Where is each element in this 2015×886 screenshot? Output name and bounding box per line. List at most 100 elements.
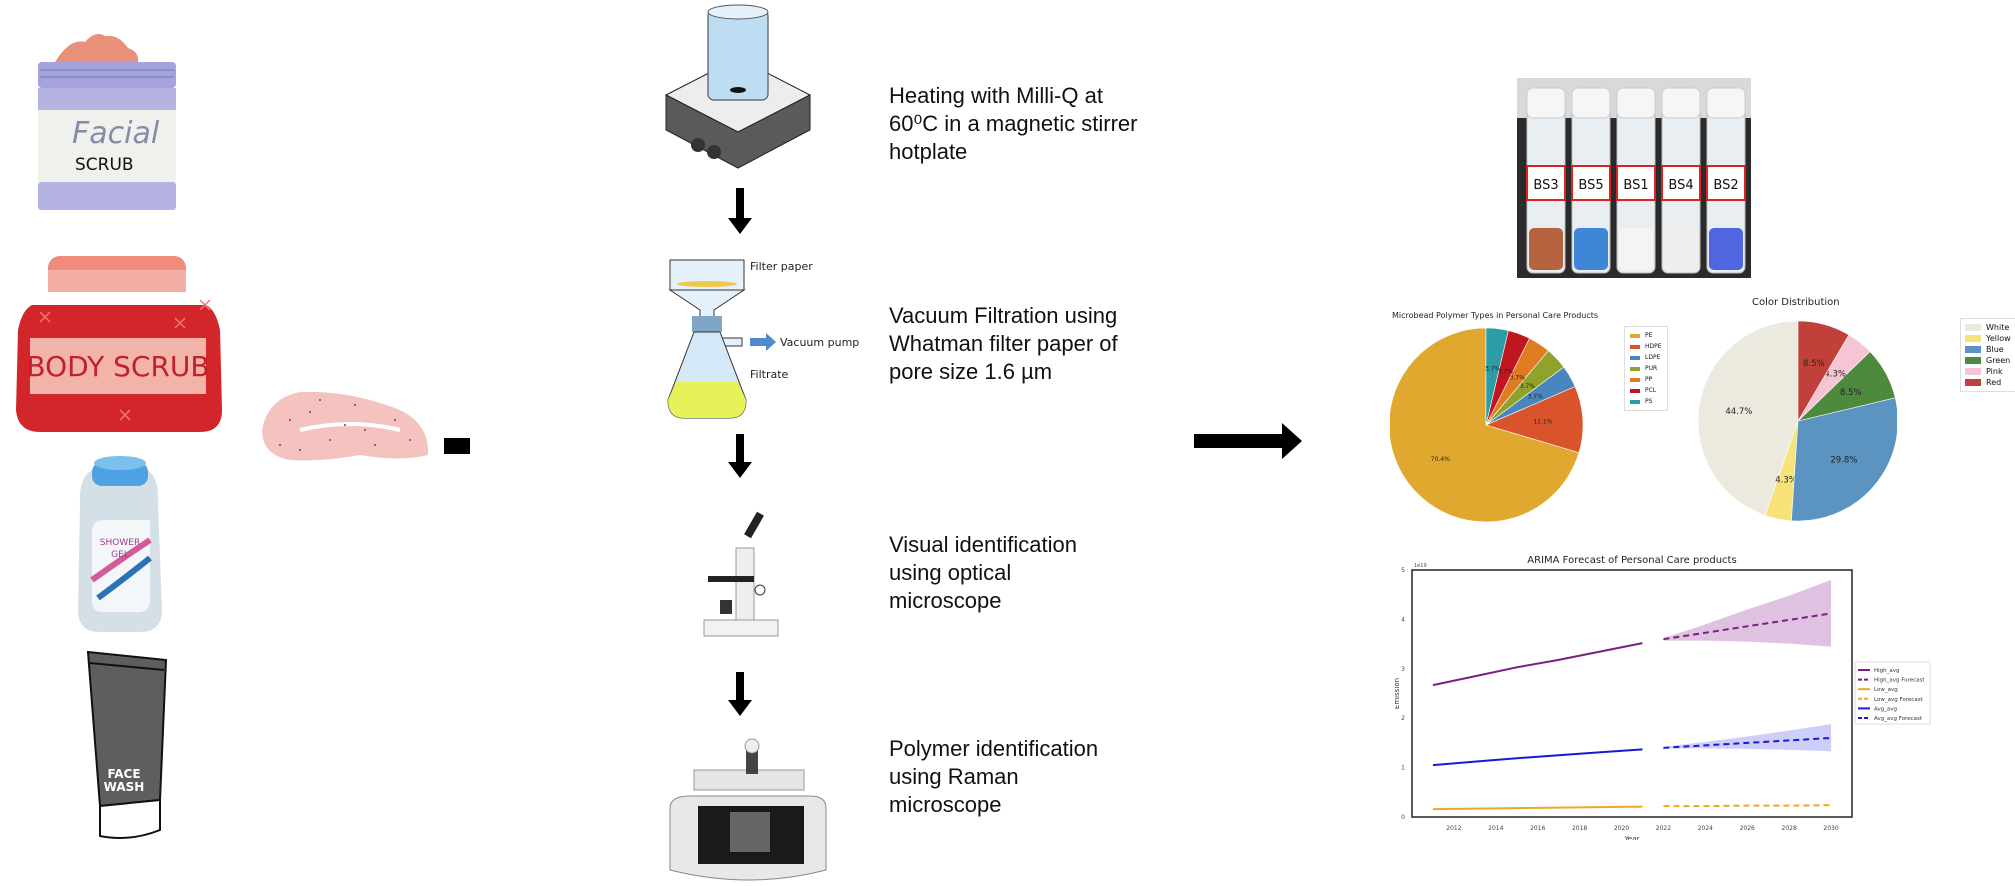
pie-slice-hdpe [1485, 386, 1584, 454]
legend-label: Yellow [1986, 334, 2011, 343]
y-tick-label: 0 [1401, 814, 1405, 821]
vial-cap [1571, 87, 1611, 119]
series-line-low-avg-forecast [1663, 804, 1832, 808]
series-line-low-avg [1432, 805, 1643, 811]
vial-label-band [1571, 165, 1611, 201]
legend-item: Yellow [1965, 333, 2011, 344]
line-chart-title: ARIMA Forecast of Personal Care products [1527, 555, 1736, 566]
facial-scrub-jar-icon: Facial SCRUB [38, 34, 176, 210]
pie-label: 3.7% [1485, 365, 1501, 372]
vial-contents [1574, 228, 1608, 270]
face-label: FACE [107, 767, 140, 781]
pie-label: 3.7% [1498, 368, 1514, 375]
legend-swatch [1630, 377, 1640, 382]
magnetic-stirrer-hotplate-icon [664, 4, 812, 169]
x-tick-label: 2014 [1488, 825, 1503, 832]
vial-contents [1664, 228, 1698, 270]
y-tick-label: 3 [1401, 666, 1405, 673]
face-wash-tube-icon: FACE WASH [86, 650, 168, 839]
filter-paper-label: Filter paper [750, 260, 813, 273]
step-raman-text: Polymer identification using Raman micro… [889, 736, 1099, 817]
legend-label: White [1986, 323, 2010, 332]
vial-cap [1661, 87, 1701, 119]
legend-label: PUR [1645, 365, 1658, 372]
y-scale-note: 1e19 [1414, 563, 1427, 569]
shower-gel-bottle-icon: SHOWER GEL [78, 456, 162, 632]
pie-label: 3.7% [1528, 393, 1544, 400]
legend-item: PS [1630, 396, 1662, 407]
vial-label: BS2 [1713, 178, 1738, 193]
arrow-right-icon [444, 438, 470, 454]
pie-slice-white [1697, 320, 1799, 516]
legend-swatch [1630, 344, 1640, 349]
pie-label: 70.4% [1431, 456, 1450, 463]
arima-forecast-chart: ARIMA Forecast of Personal Care products… [1395, 555, 1931, 840]
color-pie-chart: 44.7%4.3%29.8%8.5%4.3%8.5% [1697, 320, 1897, 522]
y-tick-label: 5 [1401, 567, 1405, 574]
legend-label: Low_avg [1874, 687, 1898, 693]
legend-swatch [1965, 357, 1981, 364]
x-tick-label: 2018 [1572, 825, 1587, 832]
legend-swatch [1630, 355, 1640, 360]
filtrate-label: Filtrate [750, 368, 789, 381]
legend-item: White [1965, 322, 2011, 333]
y-tick-label: 4 [1401, 616, 1405, 623]
vial-label-band [1706, 165, 1746, 201]
vial-cap [1706, 87, 1746, 119]
pie-label: 4.3% [1775, 476, 1797, 486]
pie-slice-red [1797, 320, 1850, 423]
legend-label: Pink [1986, 367, 2003, 376]
x-tick-label: 2026 [1740, 825, 1755, 832]
arrow-down-icon [728, 672, 752, 716]
vacuum-filtration-flask-icon [667, 259, 776, 419]
x-tick-label: 2012 [1446, 825, 1461, 832]
legend-swatch [1965, 379, 1981, 386]
pie-label: 29.8% [1830, 456, 1857, 466]
legend-item: LDPE [1630, 352, 1662, 363]
vial-label: BS3 [1533, 178, 1558, 193]
legend-label: High_avg [1874, 668, 1900, 674]
legend-label: PS [1645, 398, 1653, 405]
legend-swatch [1630, 388, 1640, 393]
pie-slice-pe [1390, 327, 1580, 523]
pie2-title: Color Distribution [1752, 297, 1840, 308]
legend-label: PE [1645, 332, 1653, 339]
products-panel: Facial SCRUB BODY SCRUB SHOWER GEL FACE … [16, 34, 470, 839]
legend-item: PE [1630, 330, 1662, 341]
pie-label: 4.3% [1824, 370, 1846, 380]
legend-swatch [1630, 333, 1640, 338]
pie-label: 3.7% [1510, 374, 1526, 381]
vial-label: BS1 [1623, 178, 1648, 193]
vial-contents [1619, 228, 1653, 270]
legend-label: Avg_avg Forecast [1874, 716, 1923, 722]
legend-label: Green [1986, 356, 2011, 365]
vial-label-band [1616, 165, 1656, 201]
vial-contents [1529, 228, 1563, 270]
arrow-right-2 [1194, 423, 1302, 459]
vial-cap [1526, 87, 1566, 119]
legend-label: Avg_avg [1874, 706, 1897, 712]
vial-label: BS5 [1578, 178, 1603, 193]
pie-label: 11.1% [1533, 419, 1552, 426]
pie-slice-ps [1485, 327, 1509, 426]
legend-item: Green [1965, 355, 2011, 366]
x-tick-label: 2028 [1782, 825, 1797, 832]
legend-label: HDPE [1645, 343, 1662, 350]
legend-item: PP [1630, 374, 1662, 385]
vial-cap [1616, 87, 1656, 119]
pie-slice-blue [1791, 397, 1897, 522]
step-heating-text: Heating with Milli-Q at 60⁰C in a magnet… [889, 83, 1138, 164]
pie1-title: Microbead Polymer Types in Personal Care… [1392, 311, 1599, 320]
series-line-high-avg-forecast [1663, 612, 1832, 641]
pie-label: 8.5% [1803, 359, 1825, 369]
legend-item: PUR [1630, 363, 1662, 374]
legend-swatch [1965, 324, 1981, 331]
legend-label: Low_avg Forecast [1874, 697, 1924, 703]
confidence-band [1663, 579, 1832, 647]
plot-frame [1411, 569, 1853, 818]
pie-label: 8.5% [1840, 388, 1862, 398]
line-legend-box [1854, 661, 1931, 725]
legend-label: LDPE [1645, 354, 1661, 361]
arrow-down-icon [728, 188, 752, 234]
